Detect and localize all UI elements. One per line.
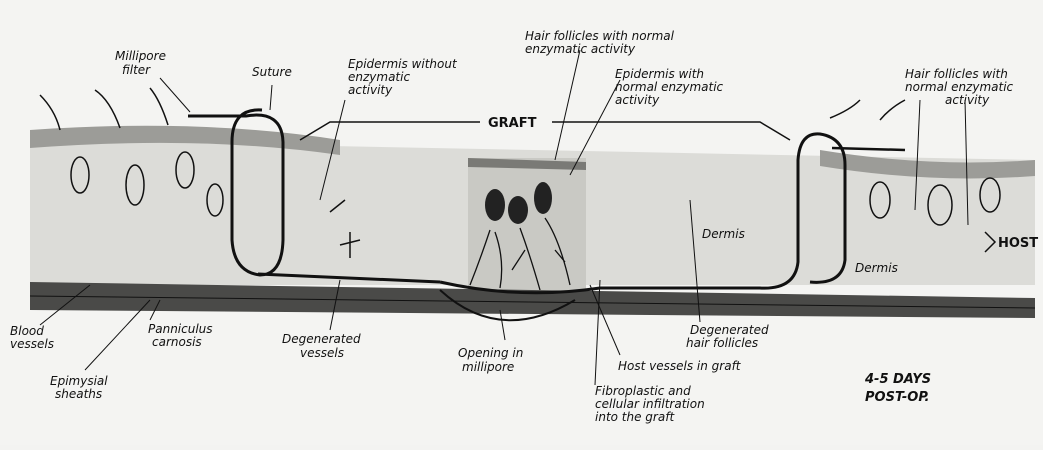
label-host: HOST xyxy=(998,236,1038,251)
label-suture: Suture xyxy=(252,65,292,79)
label-dermis-right: Dermis xyxy=(855,261,898,275)
label-host-vessels-in-graft: Host vessels in graft xyxy=(618,359,742,373)
label-graft: GRAFT xyxy=(488,116,537,131)
label-blood-vessels: Blood vessels xyxy=(10,324,54,351)
label-dermis-center: Dermis xyxy=(702,227,745,241)
